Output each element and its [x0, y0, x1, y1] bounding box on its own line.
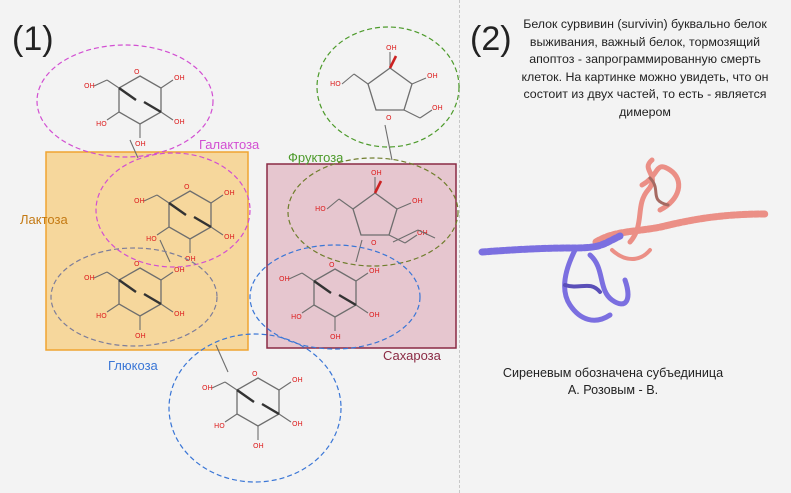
subunit-caption: Сиреневым обозначена субъединица А. Розо…: [478, 365, 748, 399]
label-fructose: Фруктоза: [288, 150, 344, 165]
lactose-box: [45, 151, 249, 351]
caption-line-2: А. Розовым - B.: [567, 383, 659, 397]
galactose-molecule: [82, 66, 186, 150]
label-sucrose: Сахароза: [383, 348, 441, 363]
sucrose-glucose-ellipse: [249, 244, 421, 350]
fructose-molecule: [328, 42, 445, 124]
lactose-glucose-ellipse: [50, 247, 218, 347]
label-glucose: Глюкоза: [108, 358, 158, 373]
subunit-a-ribbon: [478, 232, 631, 323]
glucose-molecule: [200, 368, 304, 452]
panel-divider: [459, 0, 460, 493]
label-galactose: Галактоза: [199, 137, 260, 152]
caption-line-1: Сиреневым обозначена субъединица: [502, 366, 724, 380]
galactose-ellipse: [36, 44, 214, 158]
survivin-description: Белок сурвивин (survivin) буквально бело…: [521, 17, 769, 119]
fructose-ellipse: [316, 26, 460, 148]
panel-number-left: (1): [12, 20, 54, 58]
survivin-protein-image: [478, 157, 769, 323]
lactose-galactose-ellipse: [95, 152, 251, 268]
panel-number-right: (2): [470, 20, 512, 58]
glucose-ellipse: [168, 333, 342, 483]
label-lactose: Лактоза: [20, 212, 68, 227]
subunit-b-ribbon: [592, 157, 769, 261]
sucrose-fructose-ellipse: [287, 157, 459, 267]
